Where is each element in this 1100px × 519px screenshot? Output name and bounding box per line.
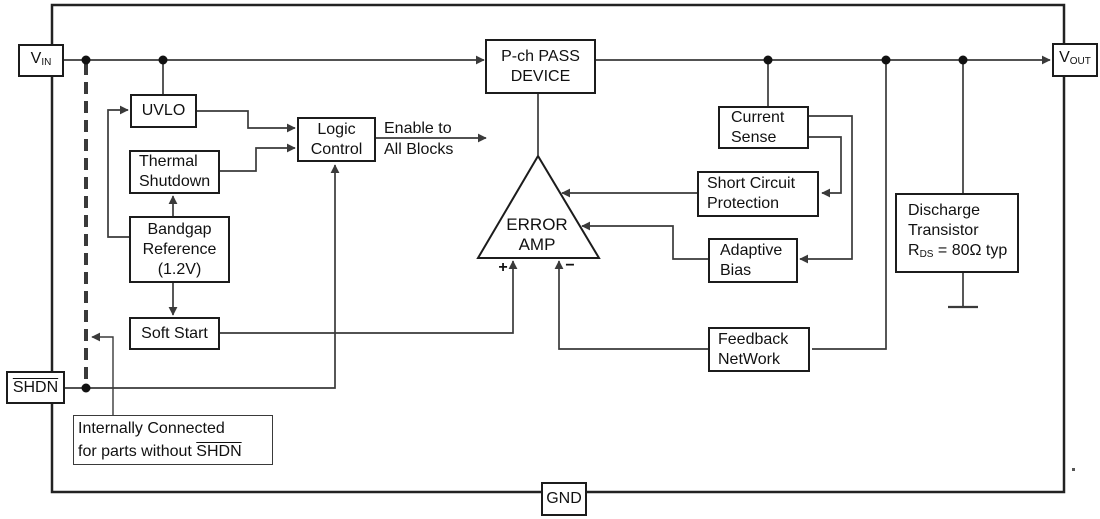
block-bandgap-reference: Bandgap Reference (1.2V) [129,216,230,283]
junction-dot [158,55,168,65]
wires-group [64,55,1051,415]
junction-dot [81,55,91,65]
wire-shdn-logic [64,164,340,389]
wire-sense-scp [808,136,842,198]
block-bandgap-line1: Bandgap [147,220,212,238]
junction-dots [81,55,968,393]
block-discharge-line1: Discharge [908,202,981,219]
pin-vin-main: V [30,49,42,67]
pin-vin-label: VIN [30,49,52,71]
note-line2-prefix: for parts without [78,443,197,460]
error-amp-plus-sign: + [498,259,507,276]
block-discharge-rds: RDS = 80Ω typ [908,241,1007,265]
block-thermal-shutdown: Thermal Shutdown [129,150,220,194]
enable-label-line2: All Blocks [384,141,454,158]
pin-shdn-label: SHDN [12,378,59,396]
block-thermal-line1: Thermal [139,153,198,170]
wire-bandgap-uvlo [107,105,129,238]
block-adaptive-bias: Adaptive Bias [708,238,798,283]
pin-vout: VOUT [1052,43,1098,77]
block-bandgap-line2: Reference [142,240,217,258]
block-scp-line1: Short Circuit [707,175,796,192]
wire-feedback-minus [554,260,708,350]
block-current-sense-line2: Sense [731,128,777,146]
junction-dot [958,55,968,65]
pin-gnd: GND [541,482,587,516]
block-soft-start-label: Soft Start [141,324,208,342]
block-bandgap-line3: (1.2V) [157,260,202,278]
block-logic-control: Logic Control [297,117,376,162]
rds-symbol: R [908,242,920,259]
wire-sense-bias [799,115,853,264]
junction-dot [763,55,773,65]
block-adaptive-bias-line1: Adaptive [720,241,783,259]
block-pass-line1: P-ch PASS [501,47,580,65]
block-current-sense: Current Sense [718,106,809,149]
block-pass-device: P-ch PASS DEVICE [485,39,596,94]
internally-connected-note: Internally Connected for parts without S… [73,415,273,465]
block-adaptive-bias-line2: Bias [720,261,752,279]
rds-value: = 80Ω typ [933,242,1008,259]
pin-vout-sub: OUT [1069,56,1091,67]
block-logic-line1: Logic [317,120,356,138]
pin-shdn: SHDN [6,371,65,404]
stray-mark [1072,468,1075,471]
block-discharge-transistor: Discharge Transistor RDS = 80Ω typ [895,193,1019,273]
block-pass-line2: DEVICE [510,67,571,85]
block-thermal-line2: Shutdown [139,173,211,190]
junction-dot [81,383,91,393]
note-callout-arrow [91,332,114,415]
pin-vout-main: V [1059,49,1070,66]
block-current-sense-line1: Current [731,108,785,126]
pin-vin-sub: IN [41,56,52,68]
block-scp-line2: Protection [707,195,780,212]
block-soft-start: Soft Start [129,317,220,350]
block-uvlo: UVLO [130,94,197,128]
wire-bias-amp [581,221,708,260]
wire-softstart-plus [220,260,518,334]
block-uvlo-label: UVLO [141,102,186,119]
pin-vout-label: VOUT [1059,50,1091,70]
error-amp-triangle [476,154,601,259]
wire-feedback-tap [812,60,887,350]
enable-label-line1: Enable to [384,120,452,137]
pin-gnd-label: GND [546,490,582,507]
junction-dot [881,55,891,65]
wire-thermal-logic [220,143,296,172]
block-discharge-line2: Transistor [908,222,979,239]
error-amp-minus-sign: − [565,257,574,274]
block-feedback-line2: NetWork [718,350,780,368]
block-short-circuit-protection: Short Circuit Protection [697,171,819,217]
wire-uvlo-logic [197,110,296,133]
enable-to-all-blocks-label: Enable to All Blocks [384,118,453,160]
block-logic-line2: Control [310,140,363,158]
block-feedback-network: Feedback NetWork [708,327,810,372]
error-amp-label-line2: AMP [519,235,556,254]
note-line1: Internally Connected [78,420,225,437]
pin-vin: VIN [18,44,64,77]
note-line2: for parts without SHDN [78,440,268,463]
error-amp-label-line1: ERROR [506,215,567,234]
rds-subscript: DS [919,249,934,260]
note-line2-shdn: SHDN [196,443,242,460]
block-feedback-line1: Feedback [718,330,789,348]
